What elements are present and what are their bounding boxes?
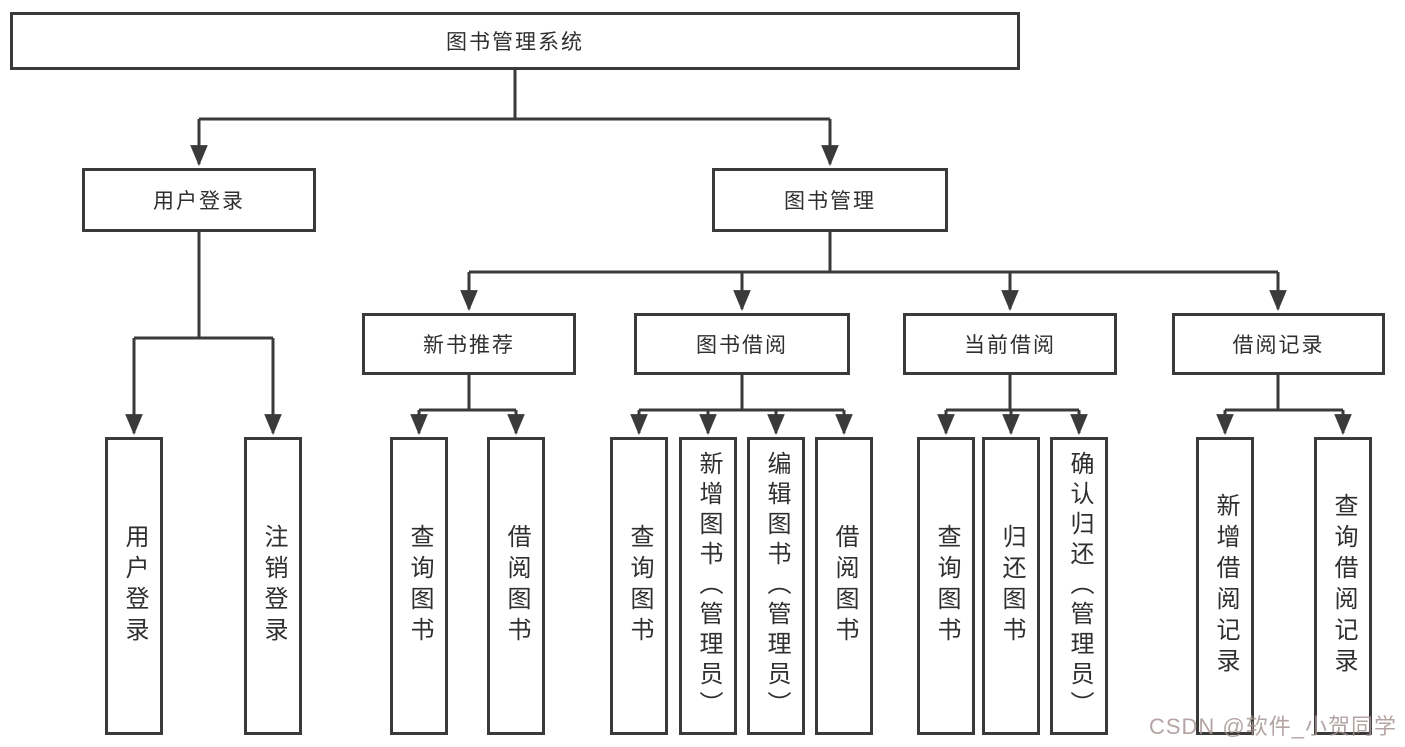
node-label: 查询借阅记录 — [1330, 493, 1357, 679]
leaf-query-borrow-record: 查询借阅记录 — [1314, 437, 1372, 735]
node-label: 图书管理系统 — [446, 31, 584, 54]
leaf-query-books-recommend: 查询图书 — [390, 437, 448, 735]
leaf-query-books-borrow: 查询图书 — [610, 437, 668, 735]
node-label: 编辑图书（管理员） — [763, 451, 790, 721]
node-label: 新书推荐 — [423, 334, 515, 357]
node-book-borrow: 图书借阅 — [634, 313, 850, 375]
node-label: 查询图书 — [626, 524, 653, 648]
csdn-watermark: CSDN @软件_小贺同学 — [1148, 714, 1397, 739]
node-label: 注销登录 — [260, 524, 287, 648]
leaf-borrow-books: 借阅图书 — [815, 437, 873, 735]
node-label: 图书管理 — [784, 190, 876, 213]
node-new-book-recommend: 新书推荐 — [362, 313, 576, 375]
leaf-logout: 注销登录 — [244, 437, 302, 735]
node-label: 用户登录 — [121, 524, 148, 648]
leaf-query-books-current: 查询图书 — [917, 437, 975, 735]
node-label: 借阅记录 — [1232, 334, 1325, 357]
node-library-management-system: 图书管理系统 — [10, 12, 1020, 70]
node-label: 查询图书 — [933, 524, 960, 648]
leaf-edit-book-admin: 编辑图书（管理员） — [747, 437, 805, 735]
node-label: 借阅图书 — [503, 524, 530, 648]
node-label: 归还图书 — [998, 524, 1025, 648]
node-user-login: 用户登录 — [82, 168, 316, 232]
leaf-user-login: 用户登录 — [105, 437, 163, 735]
node-label: 用户登录 — [153, 190, 245, 213]
node-label: 确认归还（管理员） — [1066, 451, 1093, 721]
node-label: 新增图书（管理员） — [695, 451, 722, 721]
node-label: 查询图书 — [406, 524, 433, 648]
node-label: 当前借阅 — [964, 334, 1056, 357]
node-borrow-records: 借阅记录 — [1172, 313, 1385, 375]
leaf-add-book-admin: 新增图书（管理员） — [679, 437, 737, 735]
leaf-borrow-books-recommend: 借阅图书 — [487, 437, 545, 735]
leaf-return-book: 归还图书 — [982, 437, 1040, 735]
node-label: 借阅图书 — [831, 524, 858, 648]
leaf-add-borrow-record: 新增借阅记录 — [1196, 437, 1254, 735]
leaf-confirm-return-admin: 确认归还（管理员） — [1050, 437, 1108, 735]
node-book-management: 图书管理 — [712, 168, 948, 232]
node-label: 新增借阅记录 — [1212, 493, 1239, 679]
node-label: 图书借阅 — [696, 334, 788, 357]
node-current-borrow: 当前借阅 — [903, 313, 1117, 375]
